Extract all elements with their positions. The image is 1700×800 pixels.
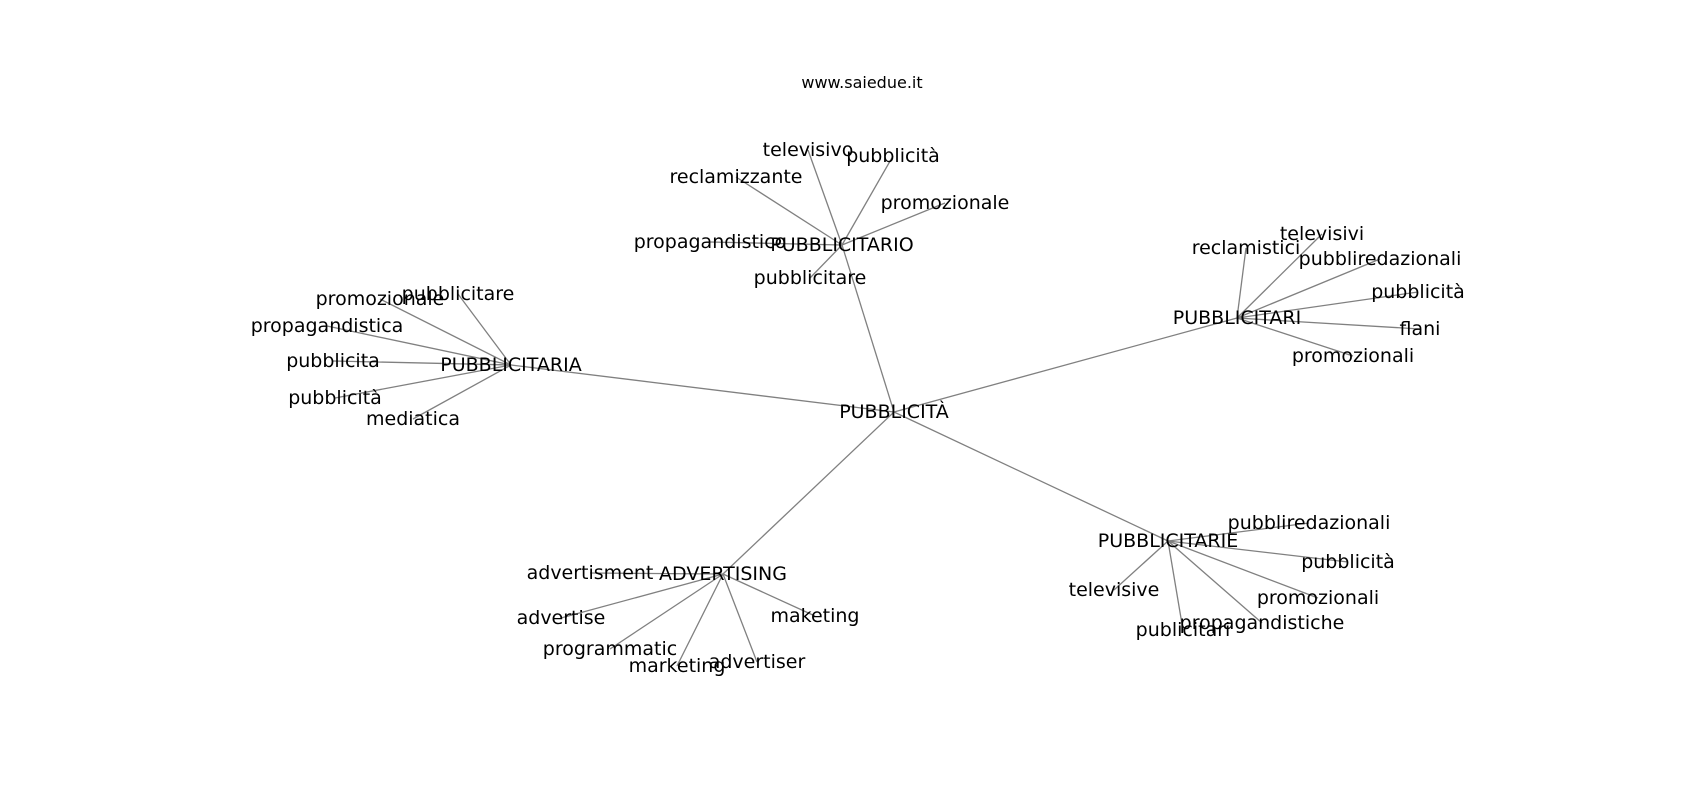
- edge-hub-to-leaf: [841, 202, 946, 246]
- hub-node-label: PUBBLICITARIO: [770, 234, 913, 256]
- edges-layer: [326, 149, 1421, 667]
- leaf-node-label: propagandistiche: [1180, 612, 1345, 634]
- edge-hub-to-leaf: [1236, 258, 1381, 319]
- leaf-node-label: maketing: [771, 605, 860, 627]
- edge-hub-to-leaf: [379, 298, 512, 366]
- edge-hub-to-leaf: [722, 573, 816, 617]
- edge-hub-to-leaf: [1236, 317, 1354, 357]
- edge-center-to-hub: [893, 317, 1238, 413]
- leaf-node-label: mediatica: [366, 408, 460, 430]
- center-node-label: PUBBLICITÀ: [839, 400, 949, 423]
- leaf-node-label: advertise: [517, 607, 606, 629]
- leaf-node-label: programmatic: [543, 638, 677, 660]
- leaf-node-label: pubblicità: [846, 145, 940, 167]
- edge-hub-to-leaf: [807, 149, 843, 246]
- leaf-node-label: propagandistico: [634, 231, 787, 253]
- edge-hub-to-leaf: [589, 572, 724, 575]
- edge-center-to-hub: [841, 244, 895, 413]
- leaf-node-label: televisivi: [1280, 223, 1364, 245]
- leaf-node-label: advertiser: [709, 651, 806, 673]
- leaf-node-label: pubblicitare: [402, 283, 515, 305]
- hub-node-label: PUBBLICITARIE: [1098, 530, 1238, 552]
- edge-hub-to-leaf: [1236, 291, 1419, 319]
- edge-hub-to-leaf: [332, 360, 512, 366]
- edge-hub-to-leaf: [412, 364, 512, 420]
- leaf-node-label: pubbliredazionali: [1299, 248, 1462, 270]
- leaf-node-label: promozionali: [1257, 587, 1379, 609]
- edge-hub-to-leaf: [609, 573, 724, 650]
- edge-hub-to-leaf: [841, 155, 894, 246]
- edge-hub-to-leaf: [1236, 247, 1247, 319]
- leaf-node-label: advertisment: [527, 562, 654, 584]
- labels-layer: PUBBLICITÀPUBBLICITARIOtelevisivopubblic…: [251, 139, 1465, 677]
- leaf-node-label: pubblicità: [1301, 551, 1395, 573]
- edge-hub-to-leaf: [1113, 540, 1169, 591]
- leaf-node-label: televisive: [1069, 579, 1160, 601]
- leaf-node-label: reclamistici: [1192, 237, 1301, 259]
- leaf-node-label: televisivo: [763, 139, 854, 161]
- edge-hub-to-leaf: [722, 573, 758, 663]
- edge-center-to-hub: [722, 411, 895, 575]
- edge-hub-to-leaf: [1167, 522, 1310, 542]
- leaf-node-label: promozionali: [1292, 345, 1414, 367]
- edge-hub-to-leaf: [1167, 540, 1319, 599]
- edge-hub-to-leaf: [1236, 317, 1421, 330]
- edge-hub-to-leaf: [560, 573, 724, 619]
- leaf-node-label: pubblicità: [288, 387, 382, 409]
- edge-hub-to-leaf: [457, 293, 512, 366]
- leaf-node-label: marketing: [629, 655, 726, 677]
- leaf-node-label: flani: [1400, 318, 1441, 340]
- leaf-node-label: promozionale: [881, 192, 1010, 214]
- edge-hub-to-leaf: [1236, 233, 1323, 319]
- leaf-node-label: pubblicitare: [754, 267, 867, 289]
- edge-hub-to-leaf: [1167, 540, 1263, 624]
- hub-node-label: PUBBLICITARI: [1173, 307, 1301, 329]
- hub-node-label: PUBBLICITARIA: [440, 354, 581, 376]
- edge-hub-to-leaf: [1167, 540, 1349, 563]
- watermark-text: www.saiedue.it: [801, 73, 922, 92]
- edge-hub-to-leaf: [809, 244, 843, 279]
- edge-hub-to-leaf: [1167, 540, 1184, 631]
- edge-center-to-hub: [893, 411, 1169, 542]
- hub-node-label: ADVERTISING: [659, 563, 787, 585]
- edge-hub-to-leaf: [676, 573, 724, 667]
- leaf-node-label: pubbliredazionali: [1228, 512, 1391, 534]
- edge-hub-to-leaf: [326, 325, 512, 366]
- leaf-node-label: pubblicita: [286, 350, 380, 372]
- leaf-node-label: publicitari: [1136, 619, 1231, 641]
- leaf-node-label: reclamizzante: [669, 166, 802, 188]
- edge-hub-to-leaf: [334, 364, 512, 399]
- leaf-node-label: propagandistica: [251, 315, 404, 337]
- leaf-node-label: pubblicità: [1371, 281, 1465, 303]
- leaf-node-label: promozionale: [316, 288, 445, 310]
- edge-hub-to-leaf: [735, 176, 843, 246]
- edge-center-to-hub: [510, 364, 895, 413]
- edge-hub-to-leaf: [709, 241, 843, 246]
